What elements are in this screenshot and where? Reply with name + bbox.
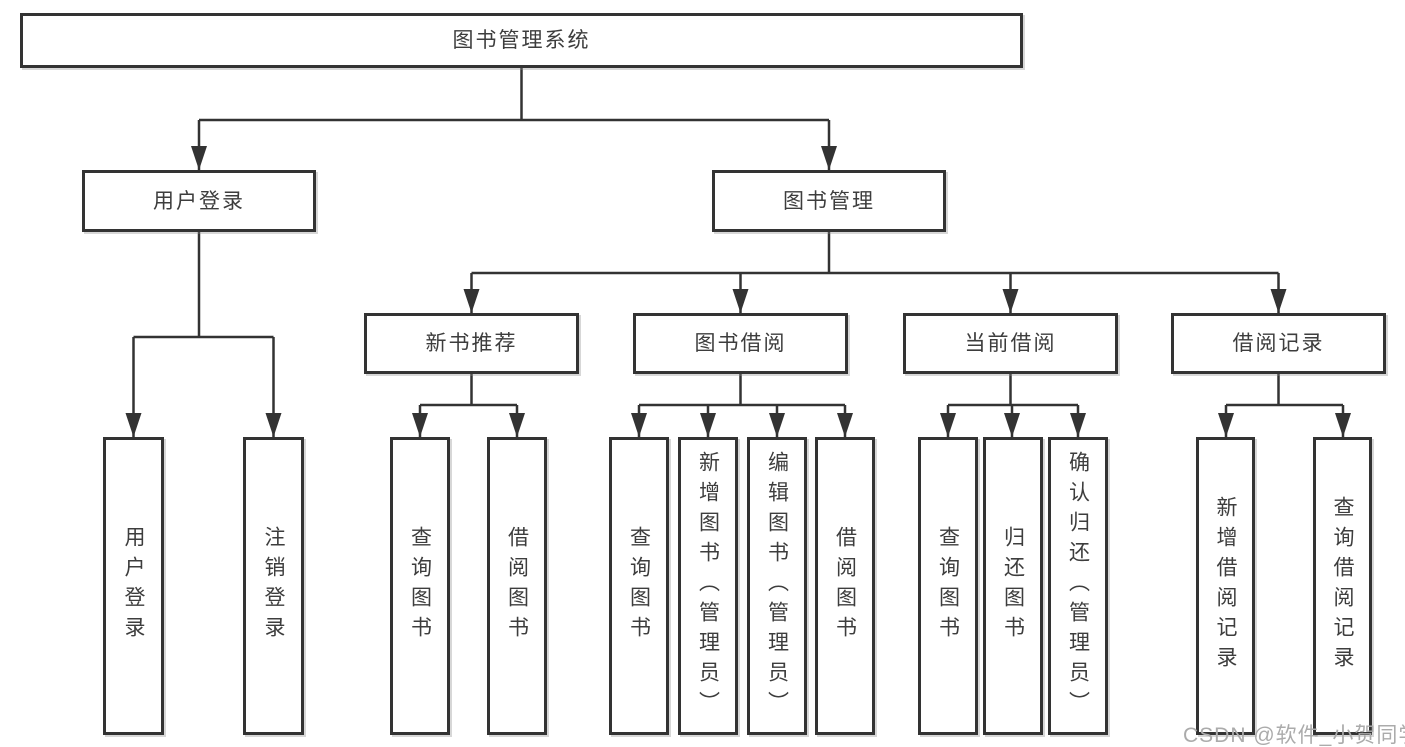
leaf-query-books-borrow: 查询图书 xyxy=(609,437,669,735)
leaf-confirm-return-admin: 确认归还（管理员） xyxy=(1048,437,1108,735)
node-book-management: 图书管理 xyxy=(712,170,946,232)
node-new-book-recommend: 新书推荐 xyxy=(364,313,579,374)
node-book-borrowing: 图书借阅 xyxy=(633,313,848,374)
node-book-borrowing-label: 图书借阅 xyxy=(694,332,787,355)
leaf-return-book-label: 归还图书 xyxy=(1001,526,1025,646)
leaf-query-books-current: 查询图书 xyxy=(918,437,978,735)
leaf-add-book-admin: 新增图书（管理员） xyxy=(678,437,738,735)
leaf-logout: 注销登录 xyxy=(243,437,304,735)
node-book-management-label: 图书管理 xyxy=(783,189,875,213)
leaf-confirm-return-admin-label: 确认归还（管理员） xyxy=(1066,451,1090,721)
leaf-edit-book-admin-label: 编辑图书（管理员） xyxy=(765,451,789,721)
node-root: 图书管理系统 xyxy=(20,13,1023,68)
leaf-query-books-recommend: 查询图书 xyxy=(390,437,450,735)
leaf-add-borrow-record: 新增借阅记录 xyxy=(1196,437,1255,735)
leaf-borrow-books-recommend: 借阅图书 xyxy=(487,437,547,735)
leaf-query-borrow-record-label: 查询借阅记录 xyxy=(1331,496,1354,676)
leaf-add-borrow-record-label: 新增借阅记录 xyxy=(1214,496,1237,676)
leaf-return-book: 归还图书 xyxy=(983,437,1043,735)
leaf-logout-label: 注销登录 xyxy=(262,526,285,646)
leaf-add-book-admin-label: 新增图书（管理员） xyxy=(696,451,720,721)
connector-paths xyxy=(132,68,1345,437)
leaf-query-books-recommend-label: 查询图书 xyxy=(408,526,432,646)
leaf-borrow-books-label: 借阅图书 xyxy=(833,526,857,646)
node-new-book-recommend-label: 新书推荐 xyxy=(425,332,518,355)
leaf-query-books-current-label: 查询图书 xyxy=(936,526,960,646)
leaf-query-borrow-record: 查询借阅记录 xyxy=(1313,437,1372,735)
node-current-borrowing-label: 当前借阅 xyxy=(964,332,1057,355)
leaf-borrow-books: 借阅图书 xyxy=(815,437,875,735)
node-user-login-label: 用户登录 xyxy=(153,189,245,213)
node-root-label: 图书管理系统 xyxy=(452,29,591,52)
leaf-user-login-label: 用户登录 xyxy=(122,526,145,646)
node-borrowing-records: 借阅记录 xyxy=(1171,313,1386,374)
leaf-borrow-books-recommend-label: 借阅图书 xyxy=(505,526,529,646)
node-borrowing-records-label: 借阅记录 xyxy=(1232,332,1325,355)
node-current-borrowing: 当前借阅 xyxy=(903,313,1118,374)
csdn-watermark: CSDN @软件_小贺同学 xyxy=(1183,724,1405,747)
leaf-user-login: 用户登录 xyxy=(103,437,164,735)
node-user-login: 用户登录 xyxy=(82,170,316,232)
arrowheads xyxy=(125,146,1351,437)
leaf-edit-book-admin: 编辑图书（管理员） xyxy=(747,437,807,735)
leaf-query-books-borrow-label: 查询图书 xyxy=(627,526,651,646)
